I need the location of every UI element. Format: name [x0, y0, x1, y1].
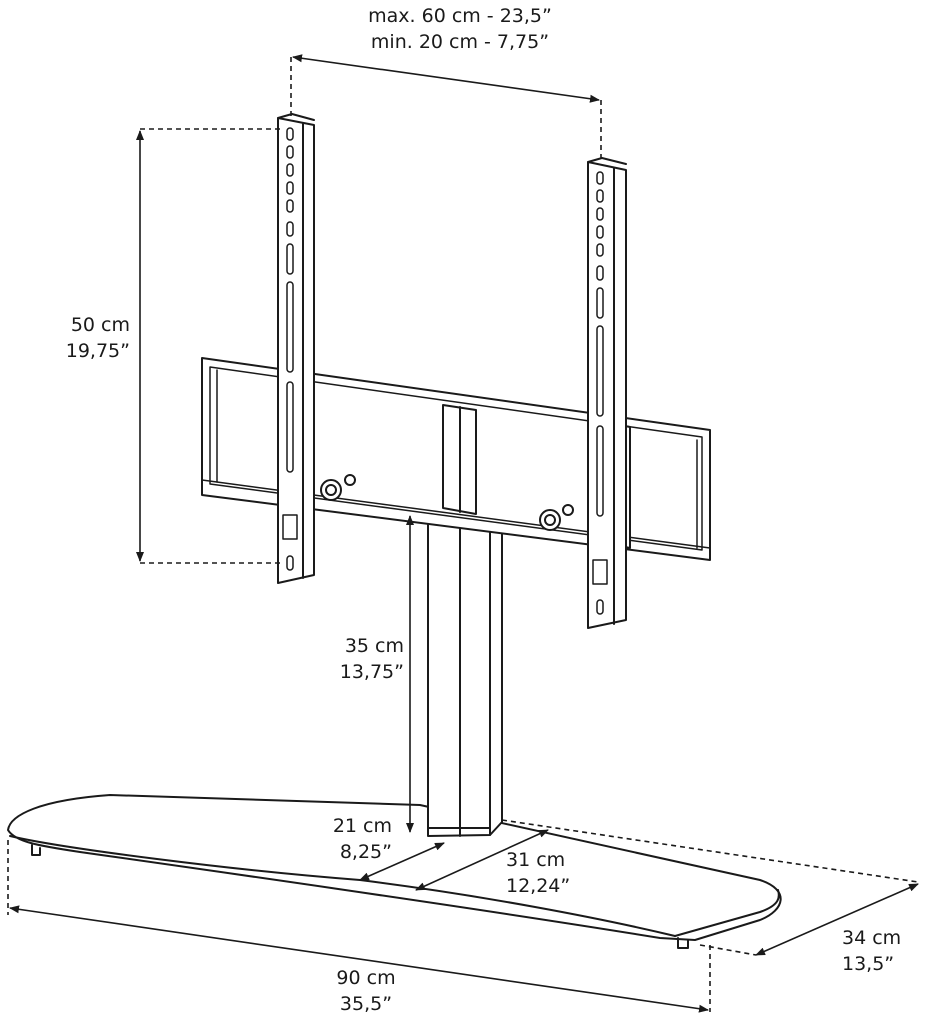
- label-back-offset: 31 cm 12,24”: [506, 849, 571, 897]
- dimension-base-width: [7, 840, 711, 1013]
- vesa-rail-left: [277, 113, 315, 584]
- label-base-depth: 34 cm 13,5”: [842, 927, 902, 975]
- dimension-back-offset: [415, 819, 919, 891]
- label-vesa-width: max. 60 cm - 23,5” min. 20 cm - 7,75”: [368, 5, 552, 53]
- label-vesa-height: 50 cm 19,75”: [65, 314, 130, 362]
- label-base-width: 90 cm 35,5”: [336, 967, 396, 1015]
- label-front-offset: 21 cm 8,25”: [332, 815, 392, 863]
- vesa-rail-right: [587, 157, 627, 629]
- column: [427, 511, 503, 837]
- adjust-knob-left: [320, 474, 356, 501]
- dimension-vesa-width: [290, 54, 602, 160]
- dimension-vesa-height: [136, 128, 280, 564]
- label-column-height: 35 cm 13,75”: [339, 635, 404, 683]
- adjust-knob-right: [539, 504, 574, 531]
